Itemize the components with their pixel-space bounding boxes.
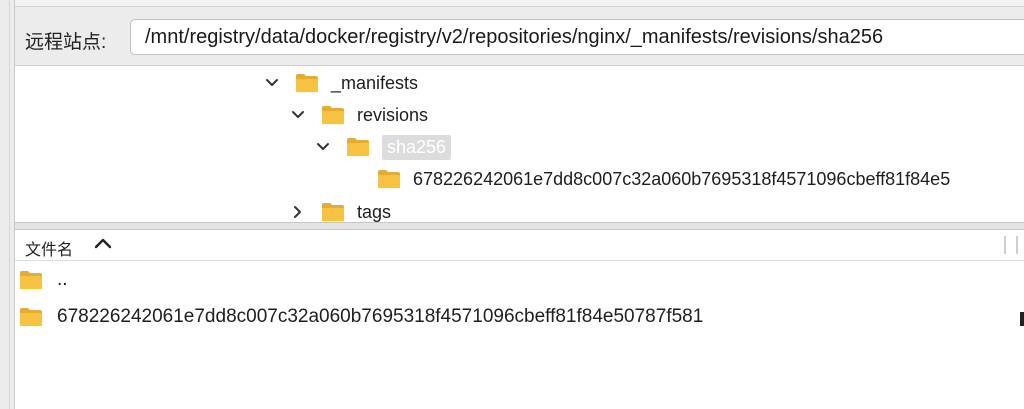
folder-icon (19, 270, 43, 290)
tree-item-label-selected: sha256 (382, 134, 452, 160)
list-item-digest-folder[interactable]: 678226242061e7dd8c007c32a060b7695318f457… (15, 300, 1024, 334)
file-name: 678226242061e7dd8c007c32a060b7695318f457… (57, 306, 704, 327)
chevron-right-icon[interactable] (289, 203, 307, 221)
chevron-down-icon[interactable] (289, 106, 307, 124)
folder-icon (321, 105, 345, 125)
file-name: .. (57, 269, 68, 290)
remote-path-input[interactable]: /mnt/registry/data/docker/registry/v2/re… (130, 19, 1024, 55)
column-header-filename[interactable]: 文件名 (25, 242, 74, 259)
folder-icon (321, 202, 345, 222)
remote-directory-tree[interactable]: _manifests revisions sha256 678226 (15, 66, 1024, 222)
file-list-header: 文件名 (15, 230, 1024, 261)
tree-item-sha256[interactable]: sha256 (314, 133, 452, 161)
column-resize-handle[interactable] (1016, 236, 1018, 254)
chevron-down-icon[interactable] (263, 74, 281, 92)
pane-splitter[interactable] (15, 222, 1024, 230)
column-resize-handle[interactable] (1004, 236, 1006, 254)
folder-icon (346, 137, 370, 157)
remote-site-label: 远程站点: (25, 32, 107, 53)
tree-item-label: 678226242061e7dd8c007c32a060b7695318f457… (413, 168, 951, 189)
folder-icon (295, 73, 319, 93)
tree-item-label: tags (357, 201, 392, 222)
tree-item-tags[interactable]: tags (289, 198, 391, 226)
tree-item-revisions[interactable]: revisions (289, 101, 428, 129)
list-item-parent-dir[interactable]: .. (15, 263, 1024, 297)
tree-item-label: revisions (357, 104, 429, 125)
chevron-down-icon[interactable] (314, 138, 332, 156)
tree-item-digest[interactable]: 678226242061e7dd8c007c32a060b7695318f457… (377, 165, 950, 193)
folder-icon (19, 307, 43, 327)
folder-icon (377, 169, 401, 189)
sort-ascending-icon[interactable] (93, 236, 113, 255)
remote-site-address-bar: 远程站点: /mnt/registry/data/docker/registry… (15, 7, 1024, 66)
tree-item-manifests[interactable]: _manifests (263, 69, 418, 97)
truncated-column-marker (1020, 312, 1024, 326)
window-left-edge (0, 0, 15, 409)
top-toolbar-edge (0, 0, 1024, 7)
tree-item-label: _manifests (331, 72, 419, 93)
remote-file-list[interactable]: 文件名 .. 678226242061e7dd8c007c32a060b7695… (15, 230, 1024, 409)
